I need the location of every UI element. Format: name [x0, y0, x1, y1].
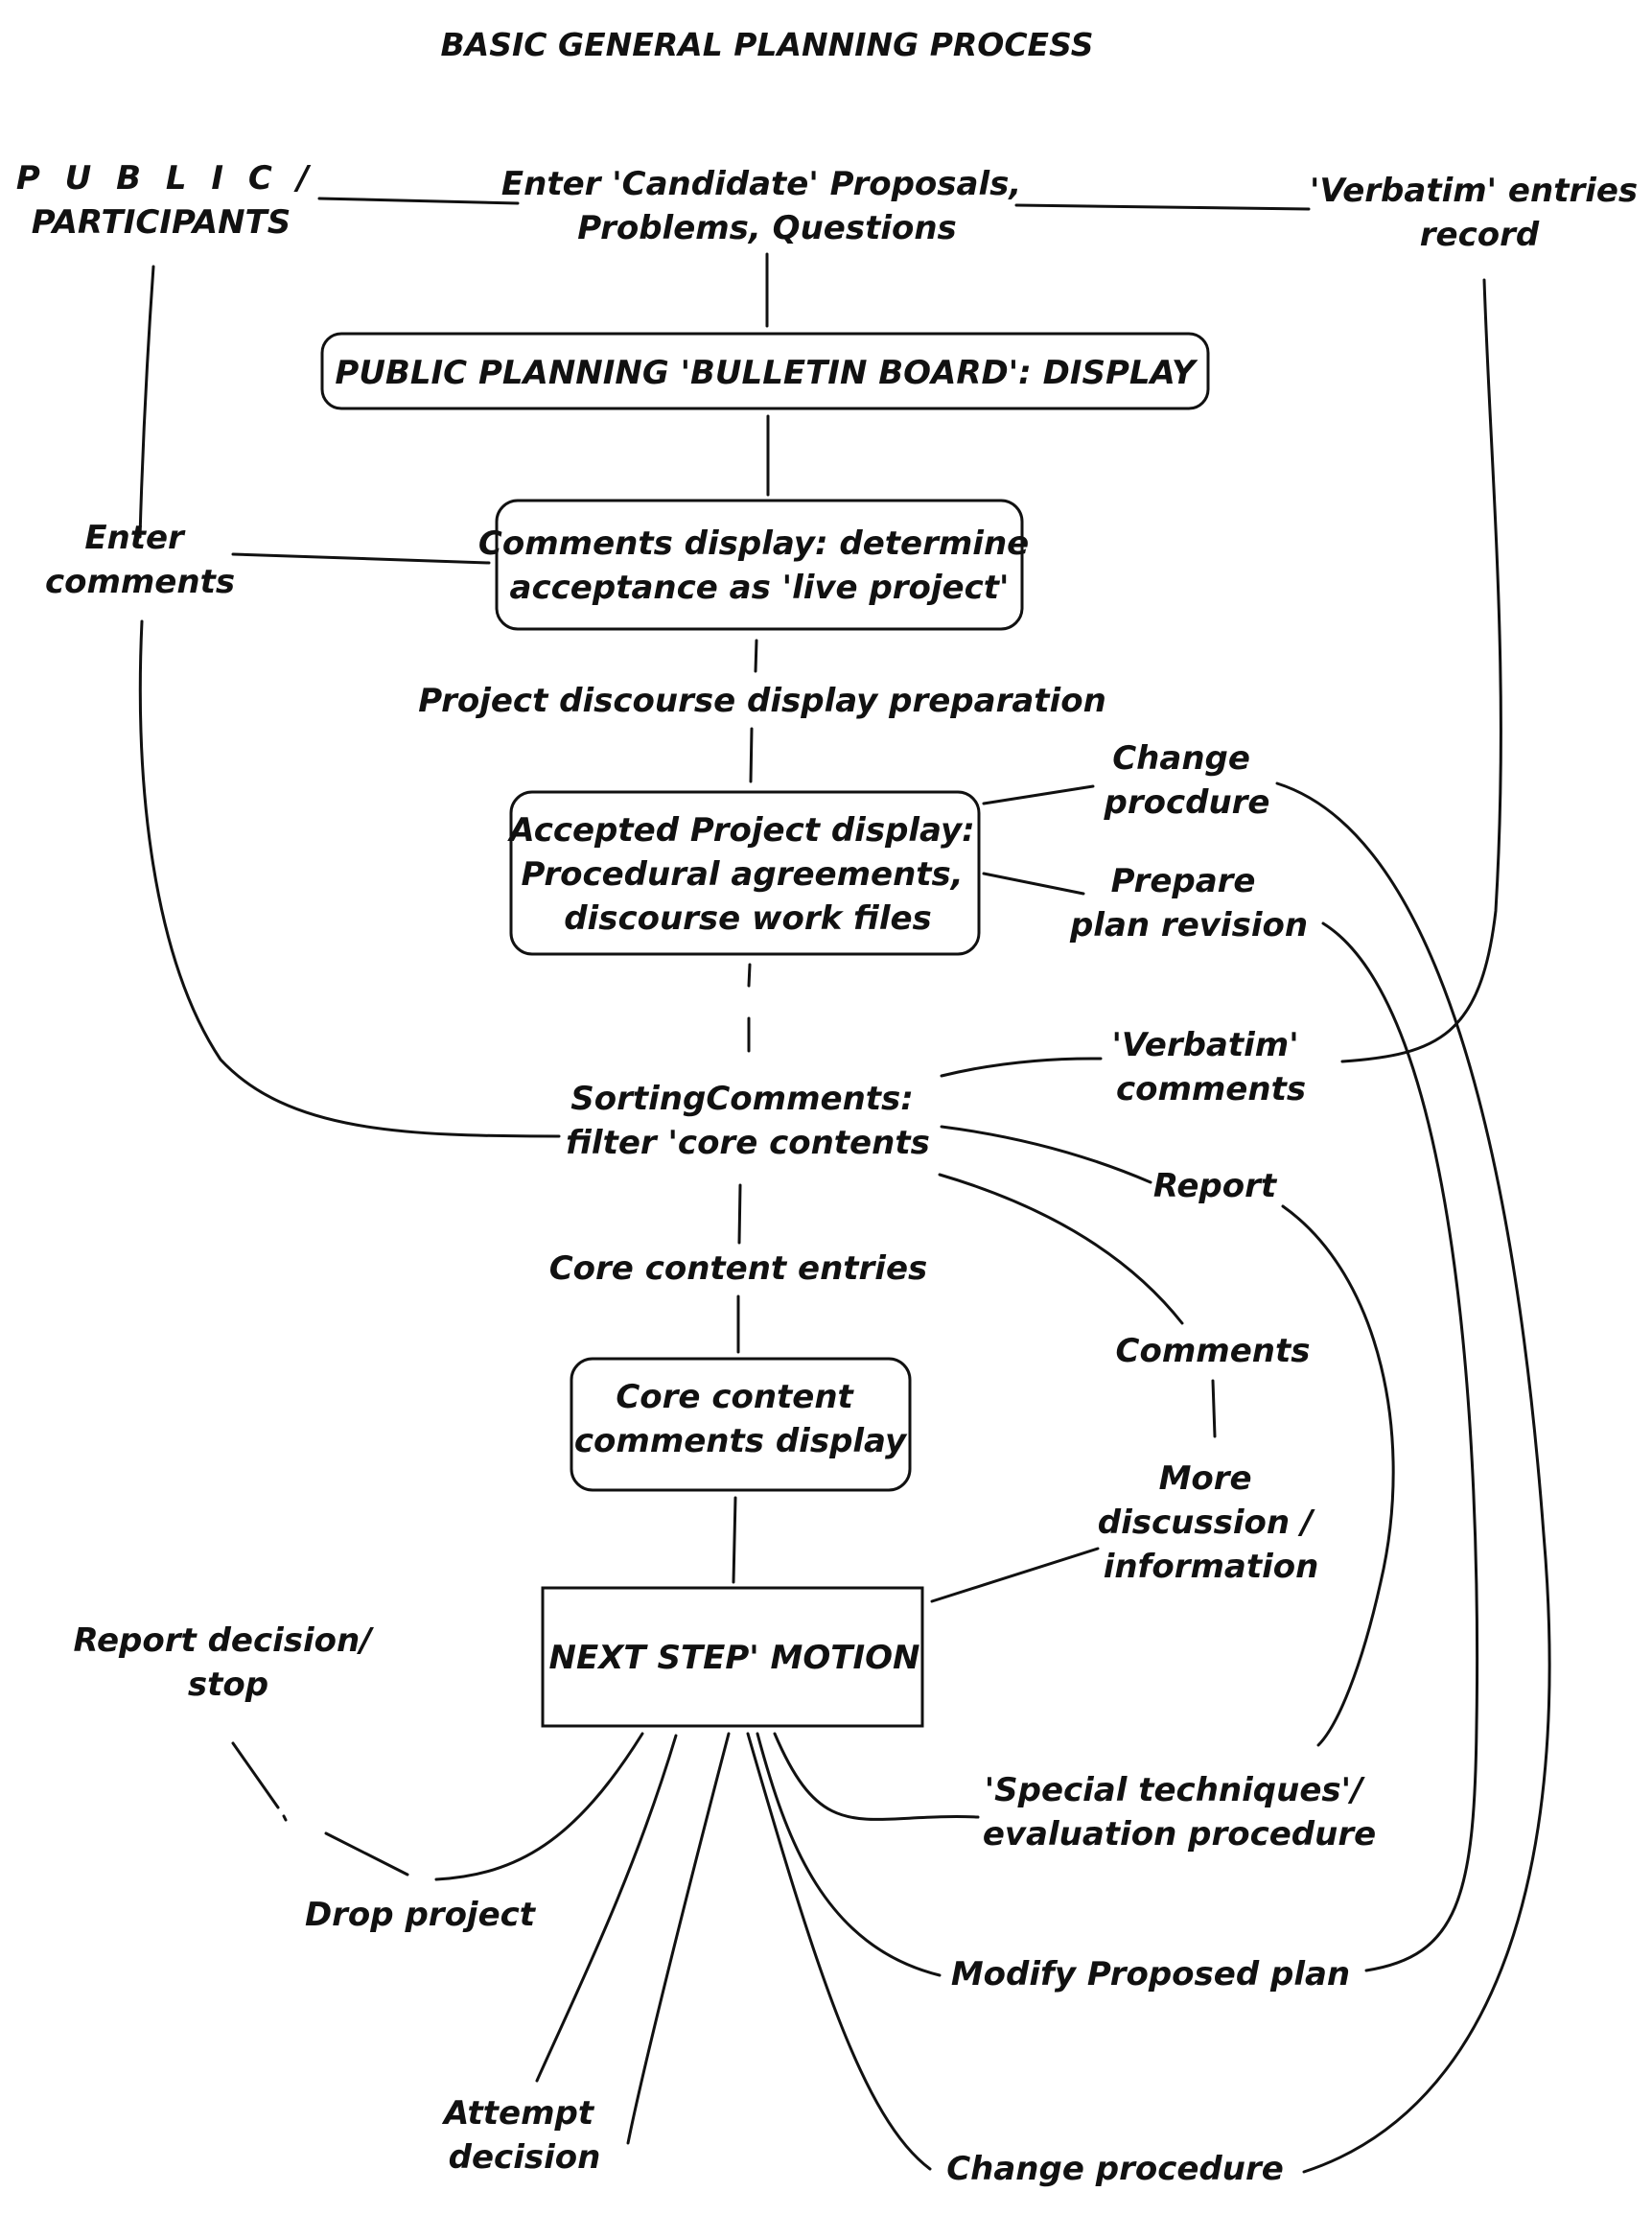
candidate-to-verbatim-line — [1014, 203, 1311, 211]
sorting-label: SortingComments: filter 'core contents — [566, 1080, 930, 1162]
verbatim-record-line-2: record — [1420, 216, 1540, 254]
special-techniques-line-2: evaluation procedure — [983, 1815, 1376, 1854]
accepted-to-prepare-line — [982, 872, 1085, 896]
attempt-decision-line-2: decision — [449, 2138, 601, 2177]
enter-comments-to-display-line — [231, 552, 491, 565]
verbatim-comments-line-2: comments — [1116, 1070, 1306, 1108]
report-label: Report — [1153, 1167, 1278, 1205]
modify-plan-label: Modify Proposed plan — [951, 1955, 1350, 1994]
accepted-project-line-2: Procedural agreements, — [521, 855, 963, 894]
comments-display-line-2: acceptance as 'live project' — [510, 569, 1010, 607]
core-entries-label: Core content entries — [549, 1249, 928, 1288]
sorting-line-2: filter 'core contents — [566, 1124, 930, 1162]
public-label: P U B L I C / — [16, 159, 315, 198]
public-to-candidate-line — [317, 197, 520, 205]
sorting-to-report-line — [940, 1125, 1152, 1184]
accepted-project-label: Accepted Project display: Procedural agr… — [506, 811, 986, 938]
enter-comments-to-sorting-curve — [138, 619, 561, 1138]
core-display-line-2: comments display — [574, 1422, 908, 1460]
enter-comments-label: Enter comments — [45, 519, 235, 601]
change-procdure-label: Change procdure — [1104, 739, 1270, 822]
comments-to-more-line — [1211, 1379, 1217, 1438]
more-discussion-line-3: information — [1104, 1548, 1319, 1586]
enter-candidate-label: Enter 'Candidate' Proposals, Problems, Q… — [501, 165, 1033, 247]
prep-to-accepted-line — [749, 727, 754, 783]
accepted-project-box — [509, 790, 981, 956]
prepare-revision-line-1: Prepare — [1111, 862, 1256, 900]
diagram-title: BASIC GENERAL PLANNING PROCESS — [441, 26, 1094, 63]
accepted-to-change-line — [982, 784, 1095, 805]
display-to-next-step-line — [732, 1496, 737, 1584]
comments-display-label: Comments display: determine acceptance a… — [478, 525, 1040, 607]
accepted-to-sorting-line-a — [747, 963, 752, 988]
report-decision-label: Report decision/ stop — [73, 1621, 383, 1704]
prepare-revision-line-2: plan revision — [1069, 906, 1308, 944]
verbatim-record-to-verbatim-comments-curve — [1340, 278, 1502, 1063]
accepted-project-line-3: discourse work files — [564, 899, 932, 938]
verbatim-comments-line-1: 'Verbatim' — [1112, 1026, 1299, 1064]
next-step-to-change-procedure-curve — [746, 1732, 932, 2171]
comments-label: Comments — [1116, 1332, 1311, 1370]
sorting-to-verbatim-comments-line — [940, 1057, 1103, 1078]
curved-connectors — [138, 265, 1551, 2174]
next-step-to-special-curve — [773, 1732, 980, 1821]
sorting-to-comments-line — [938, 1173, 1184, 1325]
comments-display-line-1: Comments display: determine — [478, 525, 1029, 563]
next-step-to-attempt-curve — [535, 1734, 678, 2083]
change-procdure-line-1: Change — [1112, 739, 1250, 778]
prepare-to-modify-curve — [1321, 921, 1479, 1972]
drop-project-label: Drop project — [305, 1896, 537, 1934]
report-decision-line-1: Report decision/ — [73, 1621, 374, 1660]
next-step-box — [541, 1586, 924, 1728]
sorting-to-core-entries-line — [737, 1183, 742, 1245]
more-discussion-label: More discussion / information — [1098, 1459, 1324, 1586]
bulletin-board-box — [320, 332, 1210, 410]
next-step-to-attempt-return-curve — [626, 1732, 731, 2145]
discourse-prep-label: Project discourse display preparation — [418, 682, 1106, 720]
attempt-decision-line-1: Attempt — [441, 2094, 595, 2133]
bulletin-board-label: PUBLIC PLANNING 'BULLETIN BOARD': DISPLA… — [335, 354, 1198, 392]
enter-candidate-line-1: Enter 'Candidate' Proposals, — [501, 165, 1021, 203]
change-procedure-label: Change procedure — [946, 2150, 1284, 2188]
prepare-revision-label: Prepare plan revision — [1069, 862, 1308, 944]
next-step-label: NEXT STEP' MOTION — [549, 1639, 920, 1677]
report-to-special-curve — [1281, 1204, 1395, 1747]
report-decision-dot — [282, 1814, 288, 1822]
report-decision-line-a — [231, 1741, 280, 1809]
enter-candidate-line-2: Problems, Questions — [577, 209, 957, 247]
change-to-change-procedure-curve — [1275, 781, 1551, 2174]
core-display-label: Core content comments display — [574, 1378, 908, 1460]
participants-label: PARTICIPANTS — [32, 203, 291, 242]
change-procdure-line-2: procdure — [1104, 783, 1270, 822]
comments-display-box — [495, 499, 1024, 631]
core-display-line-1: Core content — [616, 1378, 854, 1416]
next-step-to-modify-curve — [756, 1732, 942, 1977]
enter-comments-line-1: Enter — [84, 519, 186, 557]
special-techniques-line-1: 'Special techniques'/ — [985, 1771, 1365, 1809]
enter-comments-line-2: comments — [45, 563, 235, 601]
more-discussion-line-2: discussion / — [1098, 1504, 1315, 1542]
public-label-line: P U B L I C / — [16, 159, 315, 198]
verbatim-record-line-1: 'Verbatim' entries — [1310, 172, 1638, 210]
next-step-to-drop-curve — [434, 1732, 644, 1881]
next-step-to-more-line — [930, 1547, 1100, 1603]
report-decision-line-b — [324, 1831, 409, 1877]
core-display-box — [570, 1357, 912, 1492]
accepted-project-line-1: Accepted Project display: — [506, 811, 974, 850]
special-techniques-label: 'Special techniques'/ evaluation procedu… — [983, 1771, 1376, 1854]
report-decision-line-2: stop — [188, 1666, 268, 1704]
public-to-enter-comments-curve — [138, 265, 155, 539]
connector-lines — [231, 197, 1311, 1877]
verbatim-record-label: 'Verbatim' entries record — [1310, 172, 1649, 254]
sorting-line-1: SortingComments: — [570, 1080, 914, 1118]
more-discussion-line-1: More — [1159, 1459, 1252, 1498]
verbatim-comments-label: 'Verbatim' comments — [1112, 1026, 1311, 1108]
attempt-decision-label: Attempt decision — [441, 2094, 605, 2177]
